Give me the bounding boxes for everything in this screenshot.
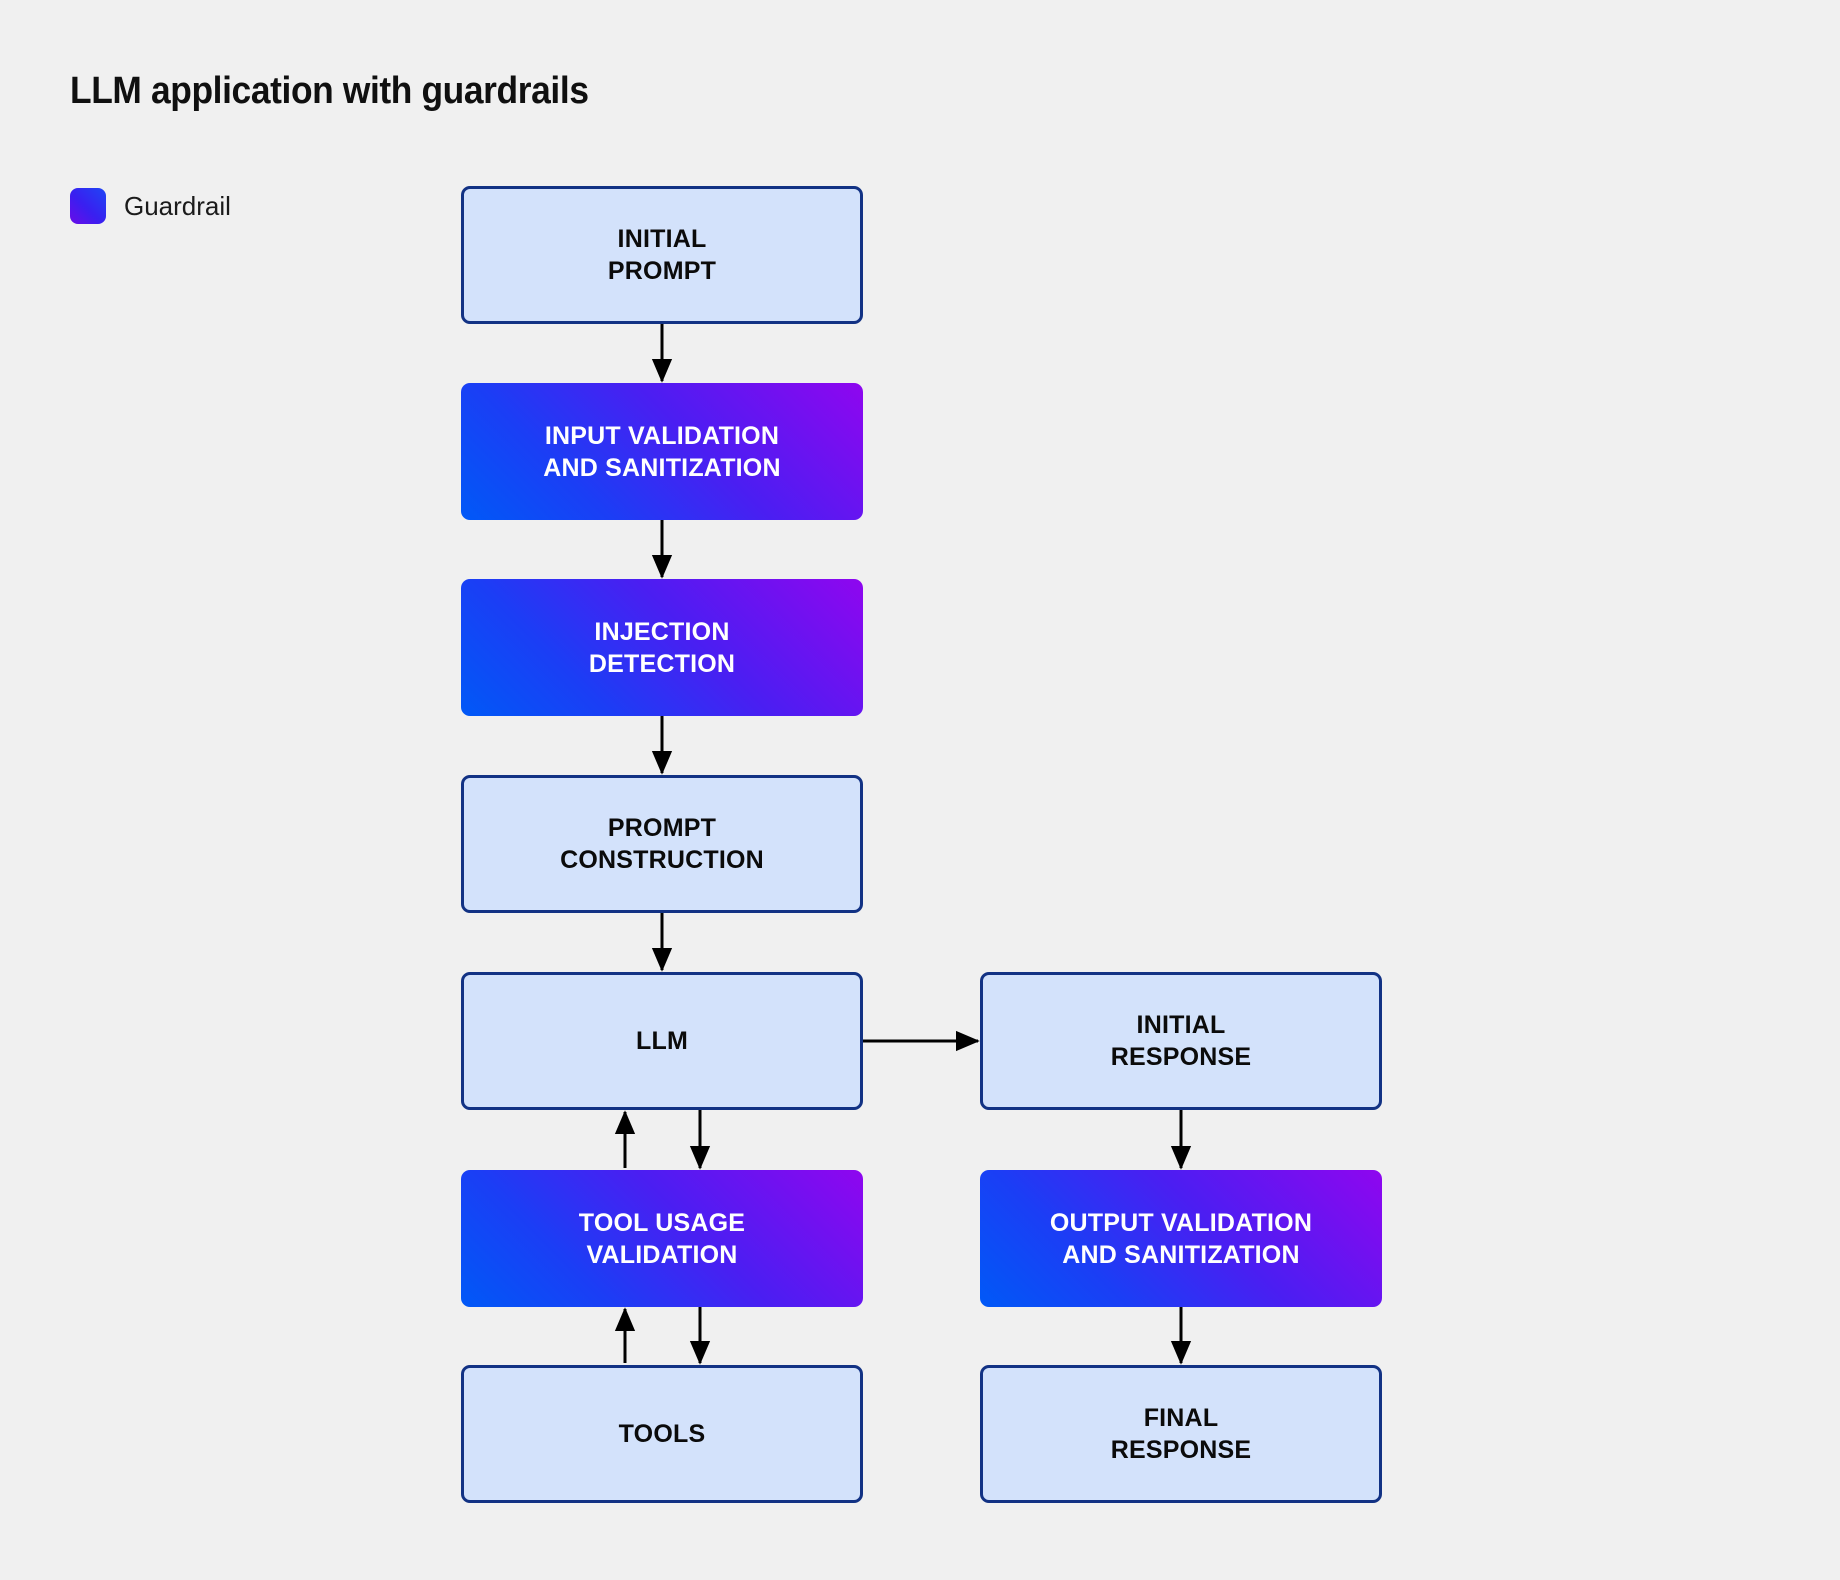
- node-label-prompt-construction: PROMPT CONSTRUCTION: [560, 814, 764, 874]
- node-llm[interactable]: LLM: [461, 972, 863, 1110]
- node-input-validation-and-sanitization[interactable]: INPUT VALIDATION AND SANITIZATION: [461, 383, 863, 520]
- node-output-validation-and-sanitization[interactable]: OUTPUT VALIDATION AND SANITIZATION: [980, 1170, 1382, 1307]
- node-label-initial-response: INITIAL RESPONSE: [1110, 1011, 1252, 1071]
- node-prompt-construction[interactable]: PROMPT CONSTRUCTION: [461, 775, 863, 913]
- node-label-tools: TOOLS: [618, 1420, 706, 1448]
- legend-item-label-guardrail: Guardrail: [124, 190, 231, 221]
- node-tool-usage-validation[interactable]: TOOL USAGE VALIDATION: [461, 1170, 863, 1307]
- node-label-output-validation-and-sanitization: OUTPUT VALIDATION AND SANITIZATION: [1049, 1208, 1313, 1269]
- node-label-input-validation-and-sanitization: INPUT VALIDATION AND SANITIZATION: [543, 421, 781, 482]
- node-label-injection-detection: INJECTION DETECTION: [588, 617, 736, 678]
- node-initial-response[interactable]: INITIAL RESPONSE: [980, 972, 1382, 1110]
- node-label-initial-prompt: INITIAL PROMPT: [607, 225, 717, 285]
- legend: Guardrail: [70, 188, 231, 224]
- node-initial-prompt[interactable]: INITIAL PROMPT: [461, 186, 863, 324]
- node-final-response[interactable]: FINAL RESPONSE: [980, 1365, 1382, 1503]
- node-label-llm: LLM: [636, 1027, 688, 1055]
- node-label-tool-usage-validation: TOOL USAGE VALIDATION: [578, 1208, 746, 1269]
- node-label-final-response: FINAL RESPONSE: [1110, 1404, 1252, 1464]
- node-tools[interactable]: TOOLS: [461, 1365, 863, 1503]
- guardrail-gradient-swatch: [70, 188, 106, 224]
- node-injection-detection[interactable]: INJECTION DETECTION: [461, 579, 863, 716]
- page-title: LLM application with guardrails: [70, 70, 589, 112]
